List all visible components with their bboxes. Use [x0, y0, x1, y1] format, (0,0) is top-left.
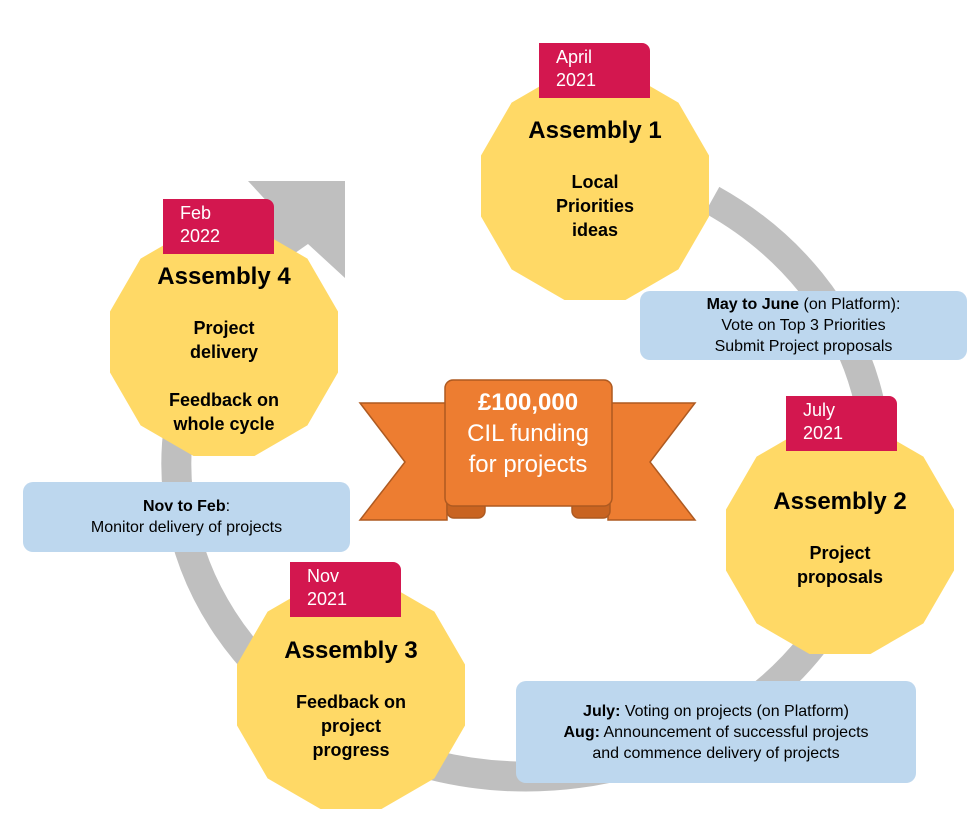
assembly-1-desc-line: Priorities	[555, 196, 635, 216]
assembly-3-desc-line: progress	[312, 740, 390, 760]
info-box-july-aug: July: Voting on projects (on Platform) A…	[516, 681, 916, 783]
info-may-june-label: May to June	[706, 296, 800, 313]
assembly-1-title: Assembly 1	[528, 117, 662, 144]
info-box-nov-feb: Nov to Feb: Monitor delivery of projects	[23, 482, 350, 552]
banner-right-tail	[607, 402, 697, 521]
assembly-1-date-tab: April 2021	[539, 43, 650, 98]
funding-amount: £100,000	[477, 389, 579, 416]
assembly-2-desc-line: proposals	[796, 567, 884, 587]
info-nov-feb-label: Nov to Feb	[142, 498, 226, 515]
assembly-3-desc-line: Feedback on	[295, 692, 407, 712]
assembly-2-date-tab: July 2021	[786, 396, 897, 451]
assembly-1-year: 2021	[556, 70, 597, 90]
assembly-3-title: Assembly 3	[284, 637, 418, 664]
funding-line-1: CIL funding	[467, 420, 589, 447]
banner-left-tail	[358, 402, 448, 521]
info-aug-line: Aug: Announcement of successful projects	[524, 722, 908, 743]
info-may-june-line-1: May to June (on Platform):	[648, 294, 959, 315]
info-may-june-line-2: Vote on Top 3 Priorities	[721, 317, 886, 334]
assembly-1-desc-line: Local	[571, 172, 619, 192]
assembly-3-year: 2021	[307, 589, 348, 609]
assembly-4-desc-line: delivery	[189, 342, 259, 362]
assembly-4-shape	[110, 228, 338, 456]
assembly-4-node: Assembly 4 Project delivery Feedback on …	[109, 262, 339, 436]
info-july-label: July:	[583, 702, 621, 720]
assembly-3-shape	[237, 581, 465, 809]
assembly-4-desc-line: whole cycle	[173, 414, 275, 434]
assembly-1-desc-line: ideas	[571, 220, 619, 240]
assembly-4-title: Assembly 4	[157, 263, 291, 290]
info-aug-label: Aug:	[563, 723, 600, 741]
assembly-4-description: Project delivery Feedback on whole cycle	[169, 316, 279, 436]
info-july-line: July: Voting on projects (on Platform)	[524, 701, 908, 722]
assembly-2-description: Project proposals	[797, 541, 883, 589]
assembly-4-date-tab: Feb 2022	[163, 199, 274, 254]
assembly-3-month: Nov	[307, 566, 340, 586]
info-july-rest: Voting on projects (on Platform)	[620, 702, 849, 720]
assembly-1-shape	[481, 72, 709, 300]
assembly-2-desc-line: Project	[809, 543, 871, 563]
assembly-4-month: Feb	[180, 203, 212, 223]
assembly-2-node: Assembly 2 Project proposals	[725, 487, 955, 589]
info-may-june-rest: (on Platform):	[799, 296, 901, 313]
assembly-1-node: Assembly 1 Local Priorities ideas	[480, 116, 710, 242]
assembly-4-desc-line: Feedback on	[168, 390, 280, 410]
banner-body	[444, 379, 613, 507]
funding-line-2: for projects	[468, 451, 588, 478]
funding-banner-text: £100,000 CIL funding for projects	[446, 388, 610, 480]
info-nov-feb-rest: :	[225, 498, 231, 515]
assembly-2-year: 2021	[803, 423, 844, 443]
assembly-4-year: 2022	[180, 226, 221, 246]
assembly-2-title: Assembly 2	[773, 488, 907, 515]
assembly-2-month: July	[803, 400, 836, 420]
info-may-june-line-3: Submit Project proposals	[714, 338, 893, 355]
info-aug-rest: Announcement of successful projects	[599, 723, 869, 741]
funding-description: CIL funding for projects	[446, 418, 610, 480]
assembly-3-description: Feedback on project progress	[296, 690, 406, 762]
assembly-1-description: Local Priorities ideas	[556, 170, 634, 242]
assembly-4-desc-spacer	[169, 364, 279, 388]
assembly-3-desc-line: project	[320, 716, 381, 736]
assembly-4-desc-line: Project	[193, 318, 255, 338]
funding-banner	[358, 379, 697, 521]
info-july-aug-line-3: and commence delivery of projects	[592, 744, 840, 762]
info-nov-feb-line-2: Monitor delivery of projects	[90, 519, 283, 536]
assembly-3-node: Assembly 3 Feedback on project progress	[236, 636, 466, 762]
assembly-2-shape	[726, 426, 954, 654]
info-nov-feb-line-1: Nov to Feb:	[31, 496, 342, 517]
assembly-1-month: April	[556, 47, 593, 67]
info-box-may-june: May to June (on Platform): Vote on Top 3…	[640, 291, 967, 360]
assembly-3-date-tab: Nov 2021	[290, 562, 401, 617]
